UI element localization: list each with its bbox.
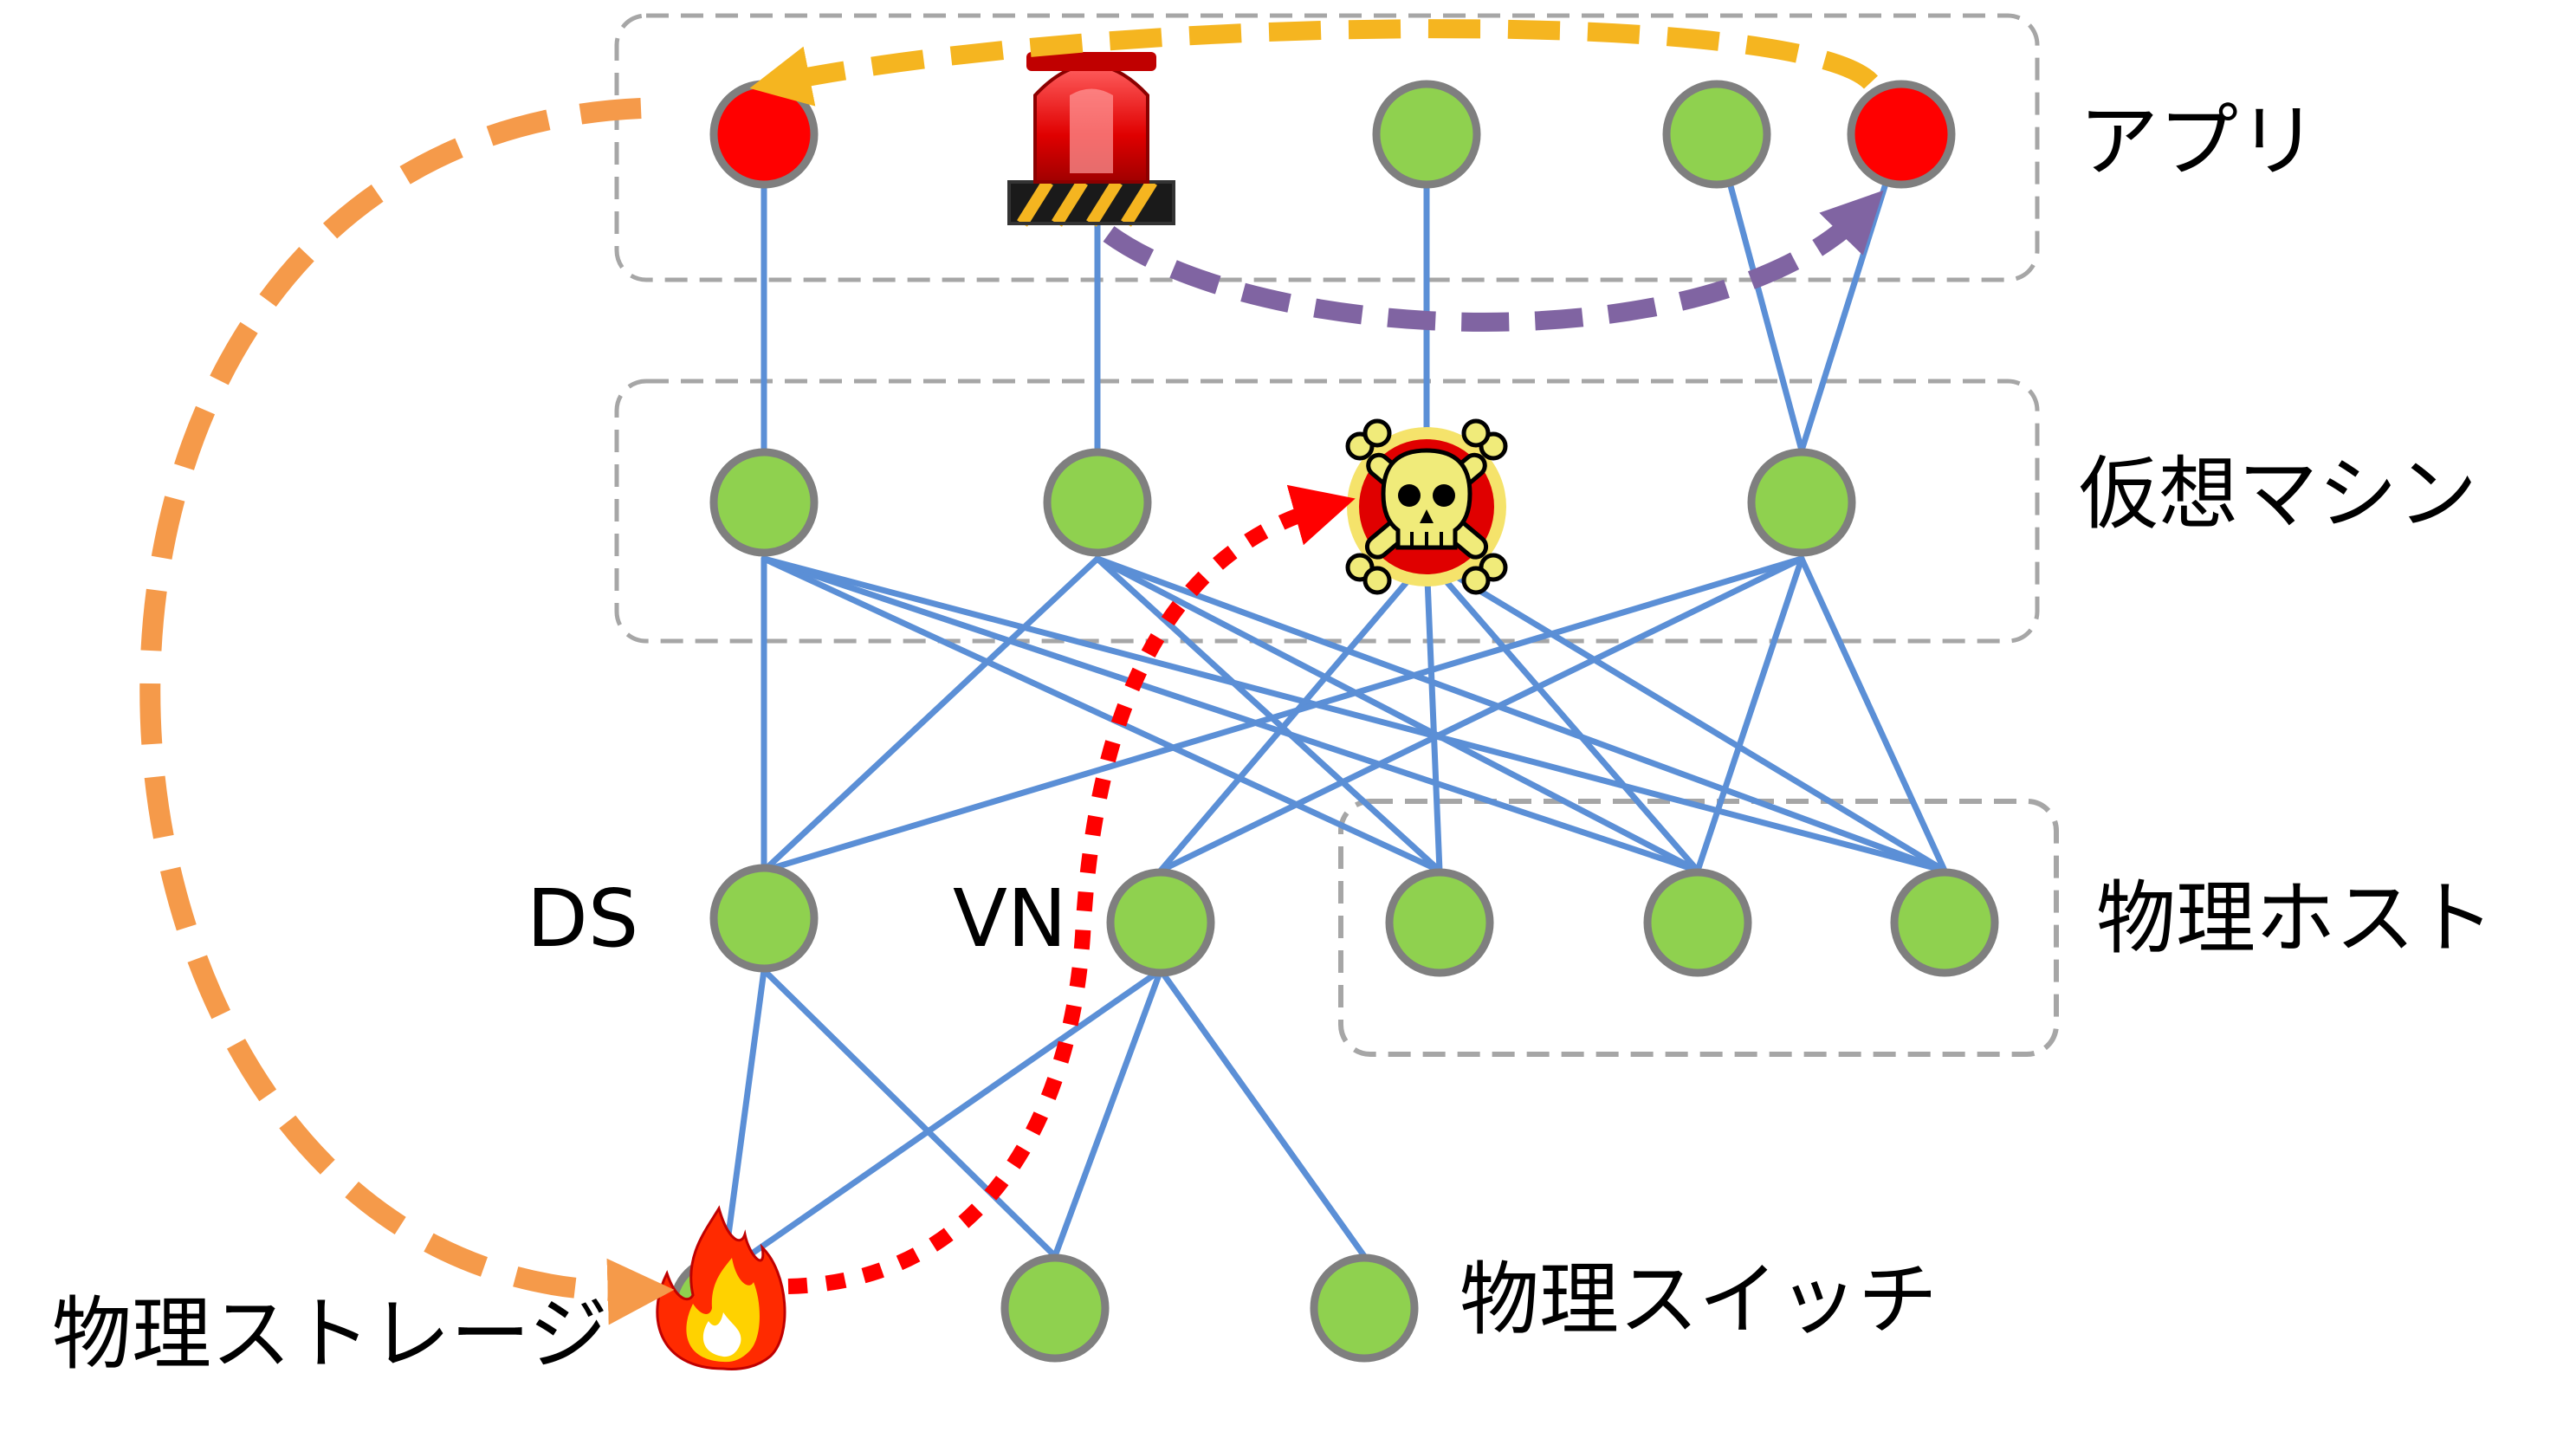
edge <box>1052 967 1164 1260</box>
purple-propagation-arrow <box>1103 190 1884 332</box>
orange-impact-arrow <box>139 98 675 1325</box>
edge <box>761 967 1058 1260</box>
vn-node <box>1106 868 1215 977</box>
vm-layer-label: 仮想マシン <box>2079 448 2478 541</box>
app-node-failed <box>1847 80 1956 189</box>
app-layer-label: アプリ <box>2079 95 2319 188</box>
edge <box>720 967 1164 1277</box>
red-root-cause-arrow <box>787 484 1356 1294</box>
edge <box>761 555 1443 874</box>
edge <box>720 967 767 1277</box>
vm-node <box>1043 448 1152 557</box>
edge <box>1157 967 1368 1260</box>
host-node <box>1385 868 1494 977</box>
yellow-alert-arrow <box>749 19 1878 107</box>
edge <box>761 555 1701 874</box>
host-layer-label: 物理ホスト <box>2096 872 2495 965</box>
edge <box>1798 555 1948 874</box>
edge <box>1694 555 1805 874</box>
switch-label: 物理スイッチ <box>1460 1253 1938 1346</box>
host-group-box <box>1338 799 2059 1057</box>
edge <box>761 555 1805 874</box>
edge <box>1157 555 1805 874</box>
host-node <box>1890 868 1999 977</box>
switch-node <box>1310 1253 1419 1363</box>
siren-icon <box>1007 52 1175 227</box>
edge <box>1713 131 1805 454</box>
edge <box>761 555 1101 874</box>
edge <box>1094 555 1443 874</box>
edge <box>1423 555 1701 874</box>
edge <box>1423 555 1948 874</box>
app-node-failed <box>709 80 819 189</box>
edge <box>1157 555 1430 874</box>
app-group-box <box>614 13 2040 282</box>
edges <box>720 131 1948 1277</box>
vm-node <box>1747 448 1856 557</box>
edge <box>1094 555 1701 874</box>
edge <box>1798 131 1905 454</box>
fire-icon <box>656 1205 786 1370</box>
storage-label: 物理ストレージ <box>52 1288 609 1381</box>
ds-label: DS <box>527 872 639 965</box>
app-node <box>1662 80 1771 189</box>
ds-node <box>709 864 819 973</box>
edge <box>761 555 1948 874</box>
app-node <box>1372 80 1481 189</box>
vn-label: VN <box>953 872 1067 965</box>
vm-node <box>709 448 819 557</box>
edge <box>1423 555 1443 874</box>
switch-node <box>1000 1253 1110 1363</box>
skull-crossbones-icon <box>1345 418 1508 595</box>
edge <box>1094 555 1948 874</box>
host-node <box>1643 868 1752 977</box>
